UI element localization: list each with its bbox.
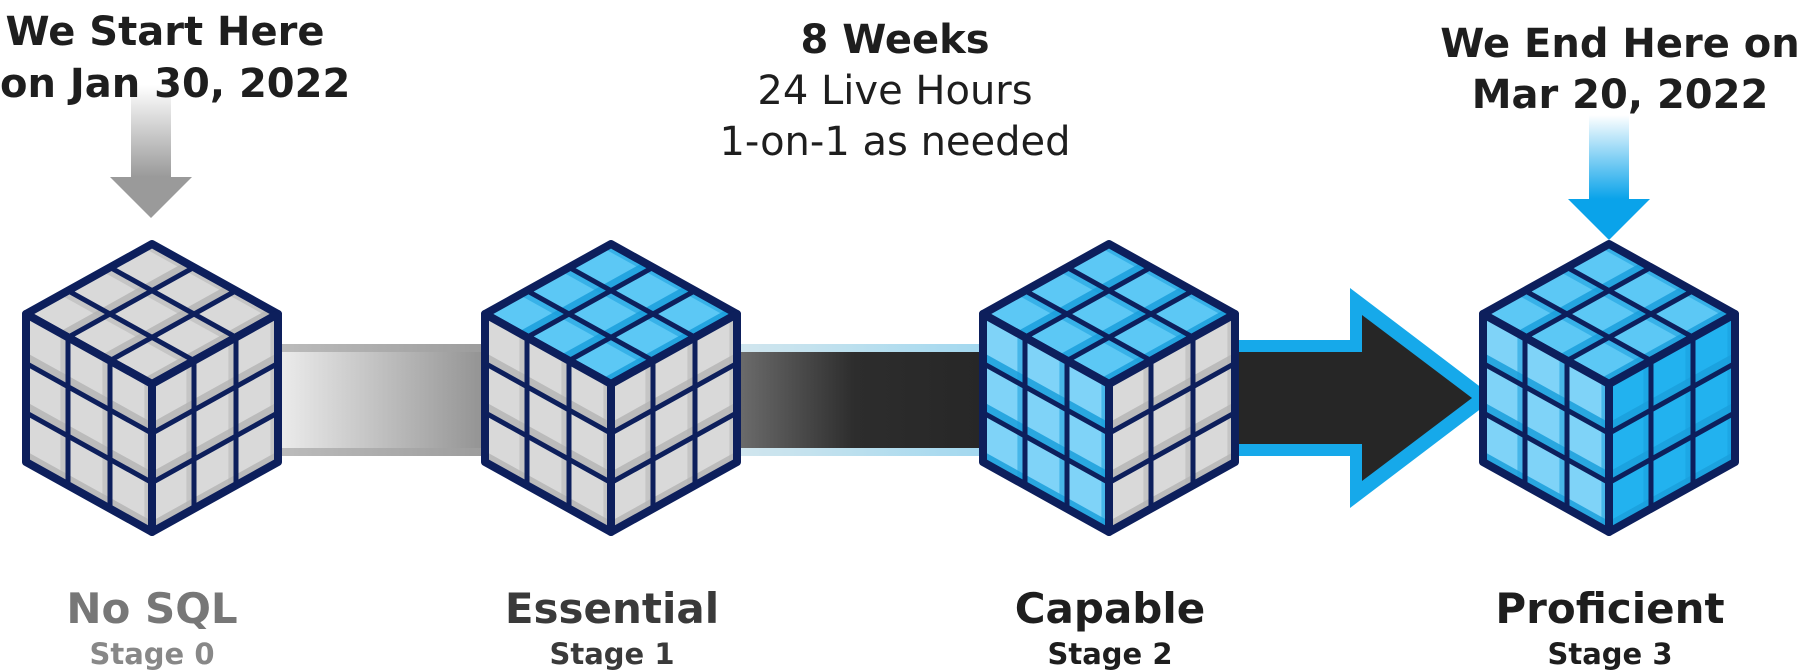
cube-stage-2-icon <box>979 240 1239 536</box>
cube-left-face <box>22 310 156 536</box>
cube-right-face <box>1605 310 1739 536</box>
connector-bar-1 <box>270 344 500 456</box>
cube-right-face <box>148 310 282 536</box>
final-arrow <box>1230 288 1495 508</box>
live-hours-label: 24 Live Hours <box>757 68 1033 114</box>
start-label-line-2: on Jan 30, 2022 <box>0 61 351 107</box>
cube-left-face <box>979 310 1113 536</box>
stage-1-label: Stage 1 <box>549 637 675 671</box>
end-label-line-1: We End Here on <box>1440 21 1800 67</box>
duration-title: 8 Weeks <box>800 17 990 63</box>
cube-stage-1-icon <box>481 240 741 536</box>
cube-stage-0-icon <box>22 240 282 536</box>
connector-bar-2 <box>735 344 1000 456</box>
stage-3-name: Proficient <box>1495 584 1725 633</box>
end-label-line-2: Mar 20, 2022 <box>1471 72 1769 118</box>
stage-2-name: Capable <box>1014 584 1206 633</box>
stage-2-label: Stage 2 <box>1047 637 1173 671</box>
cube-stage-3-icon <box>1479 240 1739 536</box>
start-arrow-icon <box>110 85 192 218</box>
stage-3-label: Stage 3 <box>1547 637 1673 671</box>
stage-0-name: No SQL <box>66 584 238 633</box>
cube-right-face <box>1105 310 1239 536</box>
cube-left-face <box>481 310 615 536</box>
stage-1-name: Essential <box>504 584 720 633</box>
start-label-line-1: We Start Here <box>5 9 325 55</box>
stage-0-label: Stage 0 <box>89 637 215 671</box>
end-arrow-icon <box>1568 115 1650 240</box>
cube-top-face <box>481 240 741 388</box>
one-on-one-label: 1-on-1 as needed <box>719 119 1071 165</box>
cube-right-face <box>607 310 741 536</box>
